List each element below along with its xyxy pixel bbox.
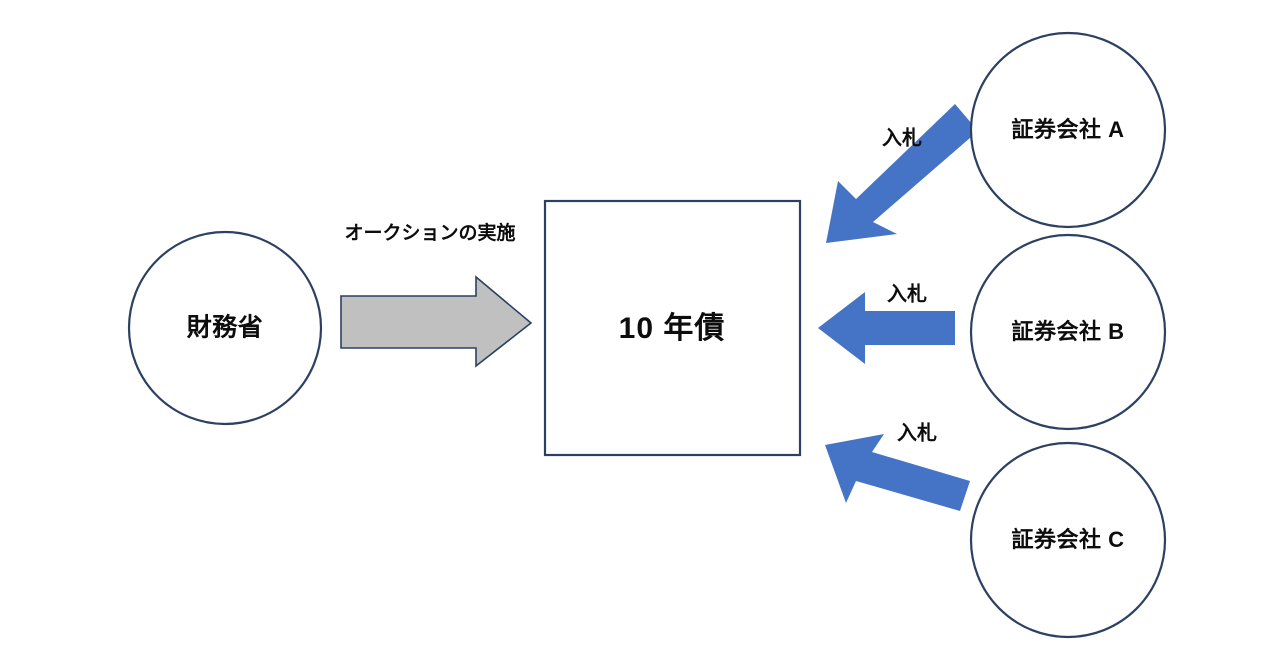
edge-label-bid-a: 入札 — [882, 126, 922, 149]
edge-label-bid-b: 入札 — [887, 282, 927, 305]
node-dealer-a-circle[interactable]: 証券会社 A — [969, 31, 1167, 229]
node-dealer-c-circle[interactable]: 証券会社 C — [969, 441, 1167, 639]
edge-label-auction: オークションの実施 — [344, 221, 515, 244]
gray-block-arrow-shape — [340, 275, 533, 368]
blue-arrow-shape-b — [818, 292, 955, 364]
node-issuer-circle[interactable]: 財務省 — [127, 230, 323, 426]
edge-bid-a-arrow — [826, 104, 978, 243]
bond-box-shape — [543, 199, 802, 457]
blue-arrow-shape-a — [826, 104, 978, 243]
dealer-a-circle-shape — [969, 31, 1167, 229]
dealer-c-circle-shape — [969, 441, 1167, 639]
dealer-c-circle-label: 証券会社 C — [1011, 527, 1124, 552]
dealer-b-circle-label: 証券会社 B — [1011, 319, 1124, 344]
edge-auction-arrow — [340, 275, 533, 368]
node-dealer-b-circle[interactable]: 証券会社 B — [969, 233, 1167, 431]
dealer-b-circle-shape — [969, 233, 1167, 431]
edge-bid-c-arrow — [825, 434, 970, 511]
bond-box-label: 10 年債 — [619, 312, 726, 345]
blue-arrow-shape-c — [825, 434, 970, 511]
edge-bid-b-arrow — [818, 292, 955, 364]
edge-label-bid-c: 入札 — [897, 421, 937, 444]
issuer-circle-shape — [127, 230, 323, 426]
dealer-a-circle-label: 証券会社 A — [1011, 117, 1124, 142]
node-bond-box[interactable]: 10 年債 — [543, 199, 802, 457]
issuer-circle-label: 財務省 — [187, 314, 264, 342]
